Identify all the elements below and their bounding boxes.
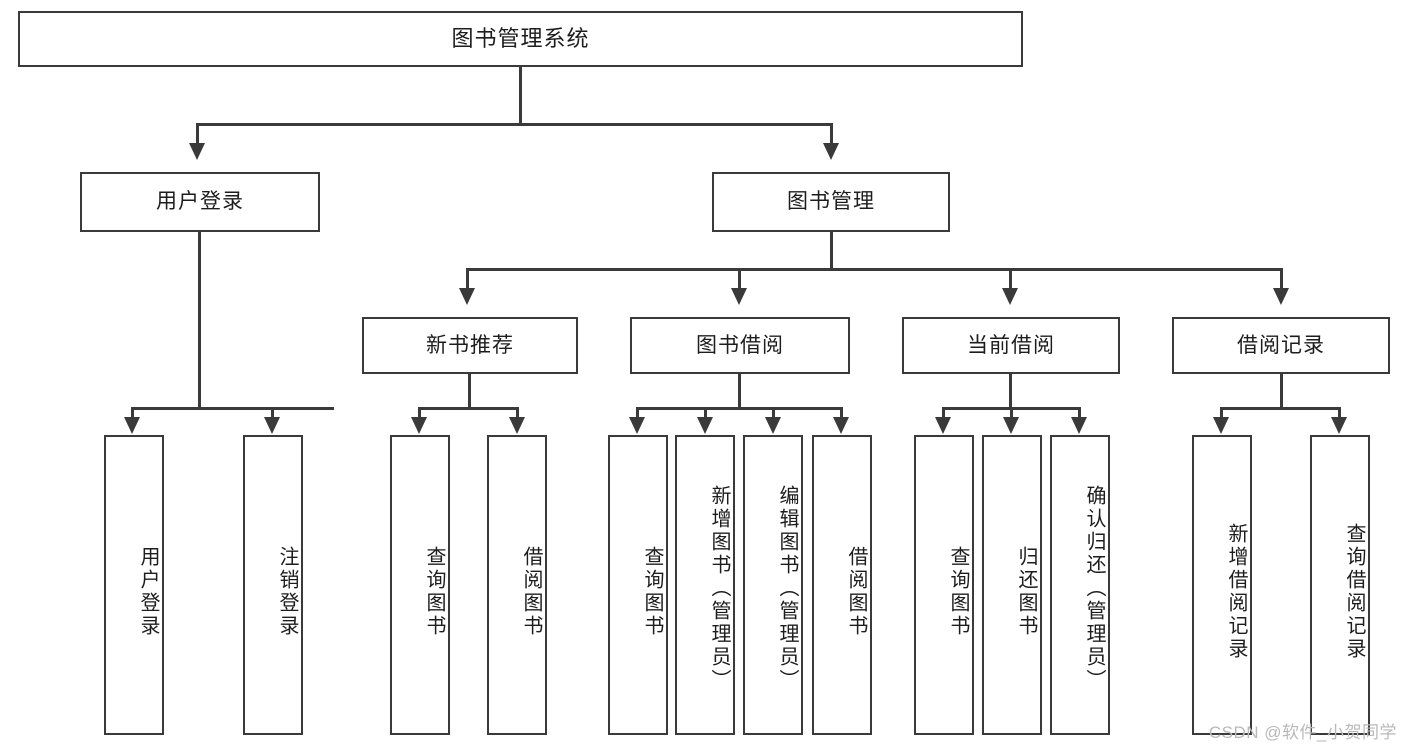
connector-level3-drop-1 [466, 268, 469, 290]
leaf-borrow-edit-book[interactable]: 编辑图书（管理员） [743, 435, 803, 735]
connector-record-stem [1280, 374, 1283, 410]
connector-userlogin-stem [198, 232, 201, 410]
arrowhead-current-3 [1071, 417, 1087, 434]
leaf-current-confirm-return[interactable]: 确认归还（管理员） [1050, 435, 1110, 735]
connector-level3-drop-4 [1280, 268, 1283, 290]
arrowhead-userlogin-1 [124, 417, 140, 434]
arrowhead-recommend-2 [509, 417, 525, 434]
arrowhead-level3-3 [1002, 288, 1018, 305]
connector-level2-bus [196, 123, 833, 126]
connector-recommend-bus [418, 407, 518, 410]
leaf-logout[interactable]: 注销登录 [243, 435, 303, 735]
connector-borrow-stem [738, 374, 741, 410]
arrowhead-borrow-2 [697, 417, 713, 434]
connector-borrow-drop-2 [704, 407, 707, 419]
leaf-recommend-borrow-book[interactable]: 借阅图书 [487, 435, 547, 735]
arrowhead-borrow-1 [629, 417, 645, 434]
arrowhead-current-2 [1003, 417, 1019, 434]
arrowhead-level2-1 [189, 143, 205, 160]
csdn-watermark: CSDN @软件_小贺同学 [1208, 723, 1397, 742]
arrowhead-borrow-3 [765, 417, 781, 434]
leaf-current-return-book[interactable]: 归还图书 [982, 435, 1042, 735]
connector-userlogin-drop-2 [271, 407, 274, 419]
leaf-current-query-book[interactable]: 查询图书 [914, 435, 974, 735]
arrowhead-userlogin-2 [264, 417, 280, 434]
connector-borrow-drop-1 [636, 407, 639, 419]
connector-level2-drop-1 [196, 123, 199, 145]
arrowhead-record-2 [1331, 417, 1347, 434]
arrowhead-level3-2 [731, 288, 747, 305]
leaf-borrow-add-book[interactable]: 新增图书（管理员） [675, 435, 735, 735]
node-book-management[interactable]: 图书管理 [712, 172, 950, 232]
arrowhead-level3-4 [1273, 288, 1289, 305]
node-new-book-recommend[interactable]: 新书推荐 [362, 317, 578, 374]
connector-borrow-bus [636, 407, 842, 410]
connector-userlogin-bus [131, 407, 334, 410]
node-root-system[interactable]: 图书管理系统 [18, 11, 1023, 67]
leaf-record-add[interactable]: 新增借阅记录 [1192, 435, 1252, 735]
connector-record-drop-1 [1220, 407, 1223, 419]
connector-record-drop-2 [1338, 407, 1341, 419]
node-book-borrow[interactable]: 图书借阅 [630, 317, 850, 374]
leaf-borrow-query-book[interactable]: 查询图书 [608, 435, 668, 735]
connector-recommend-drop-1 [418, 407, 421, 419]
connector-userlogin-drop-1 [131, 407, 134, 419]
node-user-login[interactable]: 用户登录 [80, 172, 320, 232]
connector-current-drop-2 [1010, 407, 1013, 419]
connector-borrow-drop-3 [772, 407, 775, 419]
connector-root-stem [519, 67, 522, 125]
connector-current-drop-1 [942, 407, 945, 419]
leaf-record-query[interactable]: 查询借阅记录 [1310, 435, 1370, 735]
arrowhead-record-1 [1213, 417, 1229, 434]
connector-current-stem [1009, 374, 1012, 410]
node-borrow-record[interactable]: 借阅记录 [1172, 317, 1390, 374]
connector-bookmgmt-stem [830, 232, 833, 270]
connector-level2-drop-2 [830, 123, 833, 145]
connector-current-drop-3 [1078, 407, 1081, 419]
connector-level3-bus [466, 268, 1280, 271]
arrowhead-level3-1 [459, 288, 475, 305]
connector-level3-drop-2 [738, 268, 741, 290]
node-current-borrow[interactable]: 当前借阅 [902, 317, 1120, 374]
arrowhead-level2-2 [823, 143, 839, 160]
leaf-borrow-borrow-book[interactable]: 借阅图书 [812, 435, 872, 735]
connector-record-bus [1220, 407, 1340, 410]
leaf-recommend-query-book[interactable]: 查询图书 [390, 435, 450, 735]
connector-level3-drop-3 [1009, 268, 1012, 290]
connector-recommend-stem [468, 374, 471, 410]
arrowhead-current-1 [935, 417, 951, 434]
arrowhead-recommend-1 [411, 417, 427, 434]
connector-borrow-drop-4 [840, 407, 843, 419]
leaf-user-login[interactable]: 用户登录 [104, 435, 164, 735]
arrowhead-borrow-4 [833, 417, 849, 434]
connector-recommend-drop-2 [516, 407, 519, 419]
